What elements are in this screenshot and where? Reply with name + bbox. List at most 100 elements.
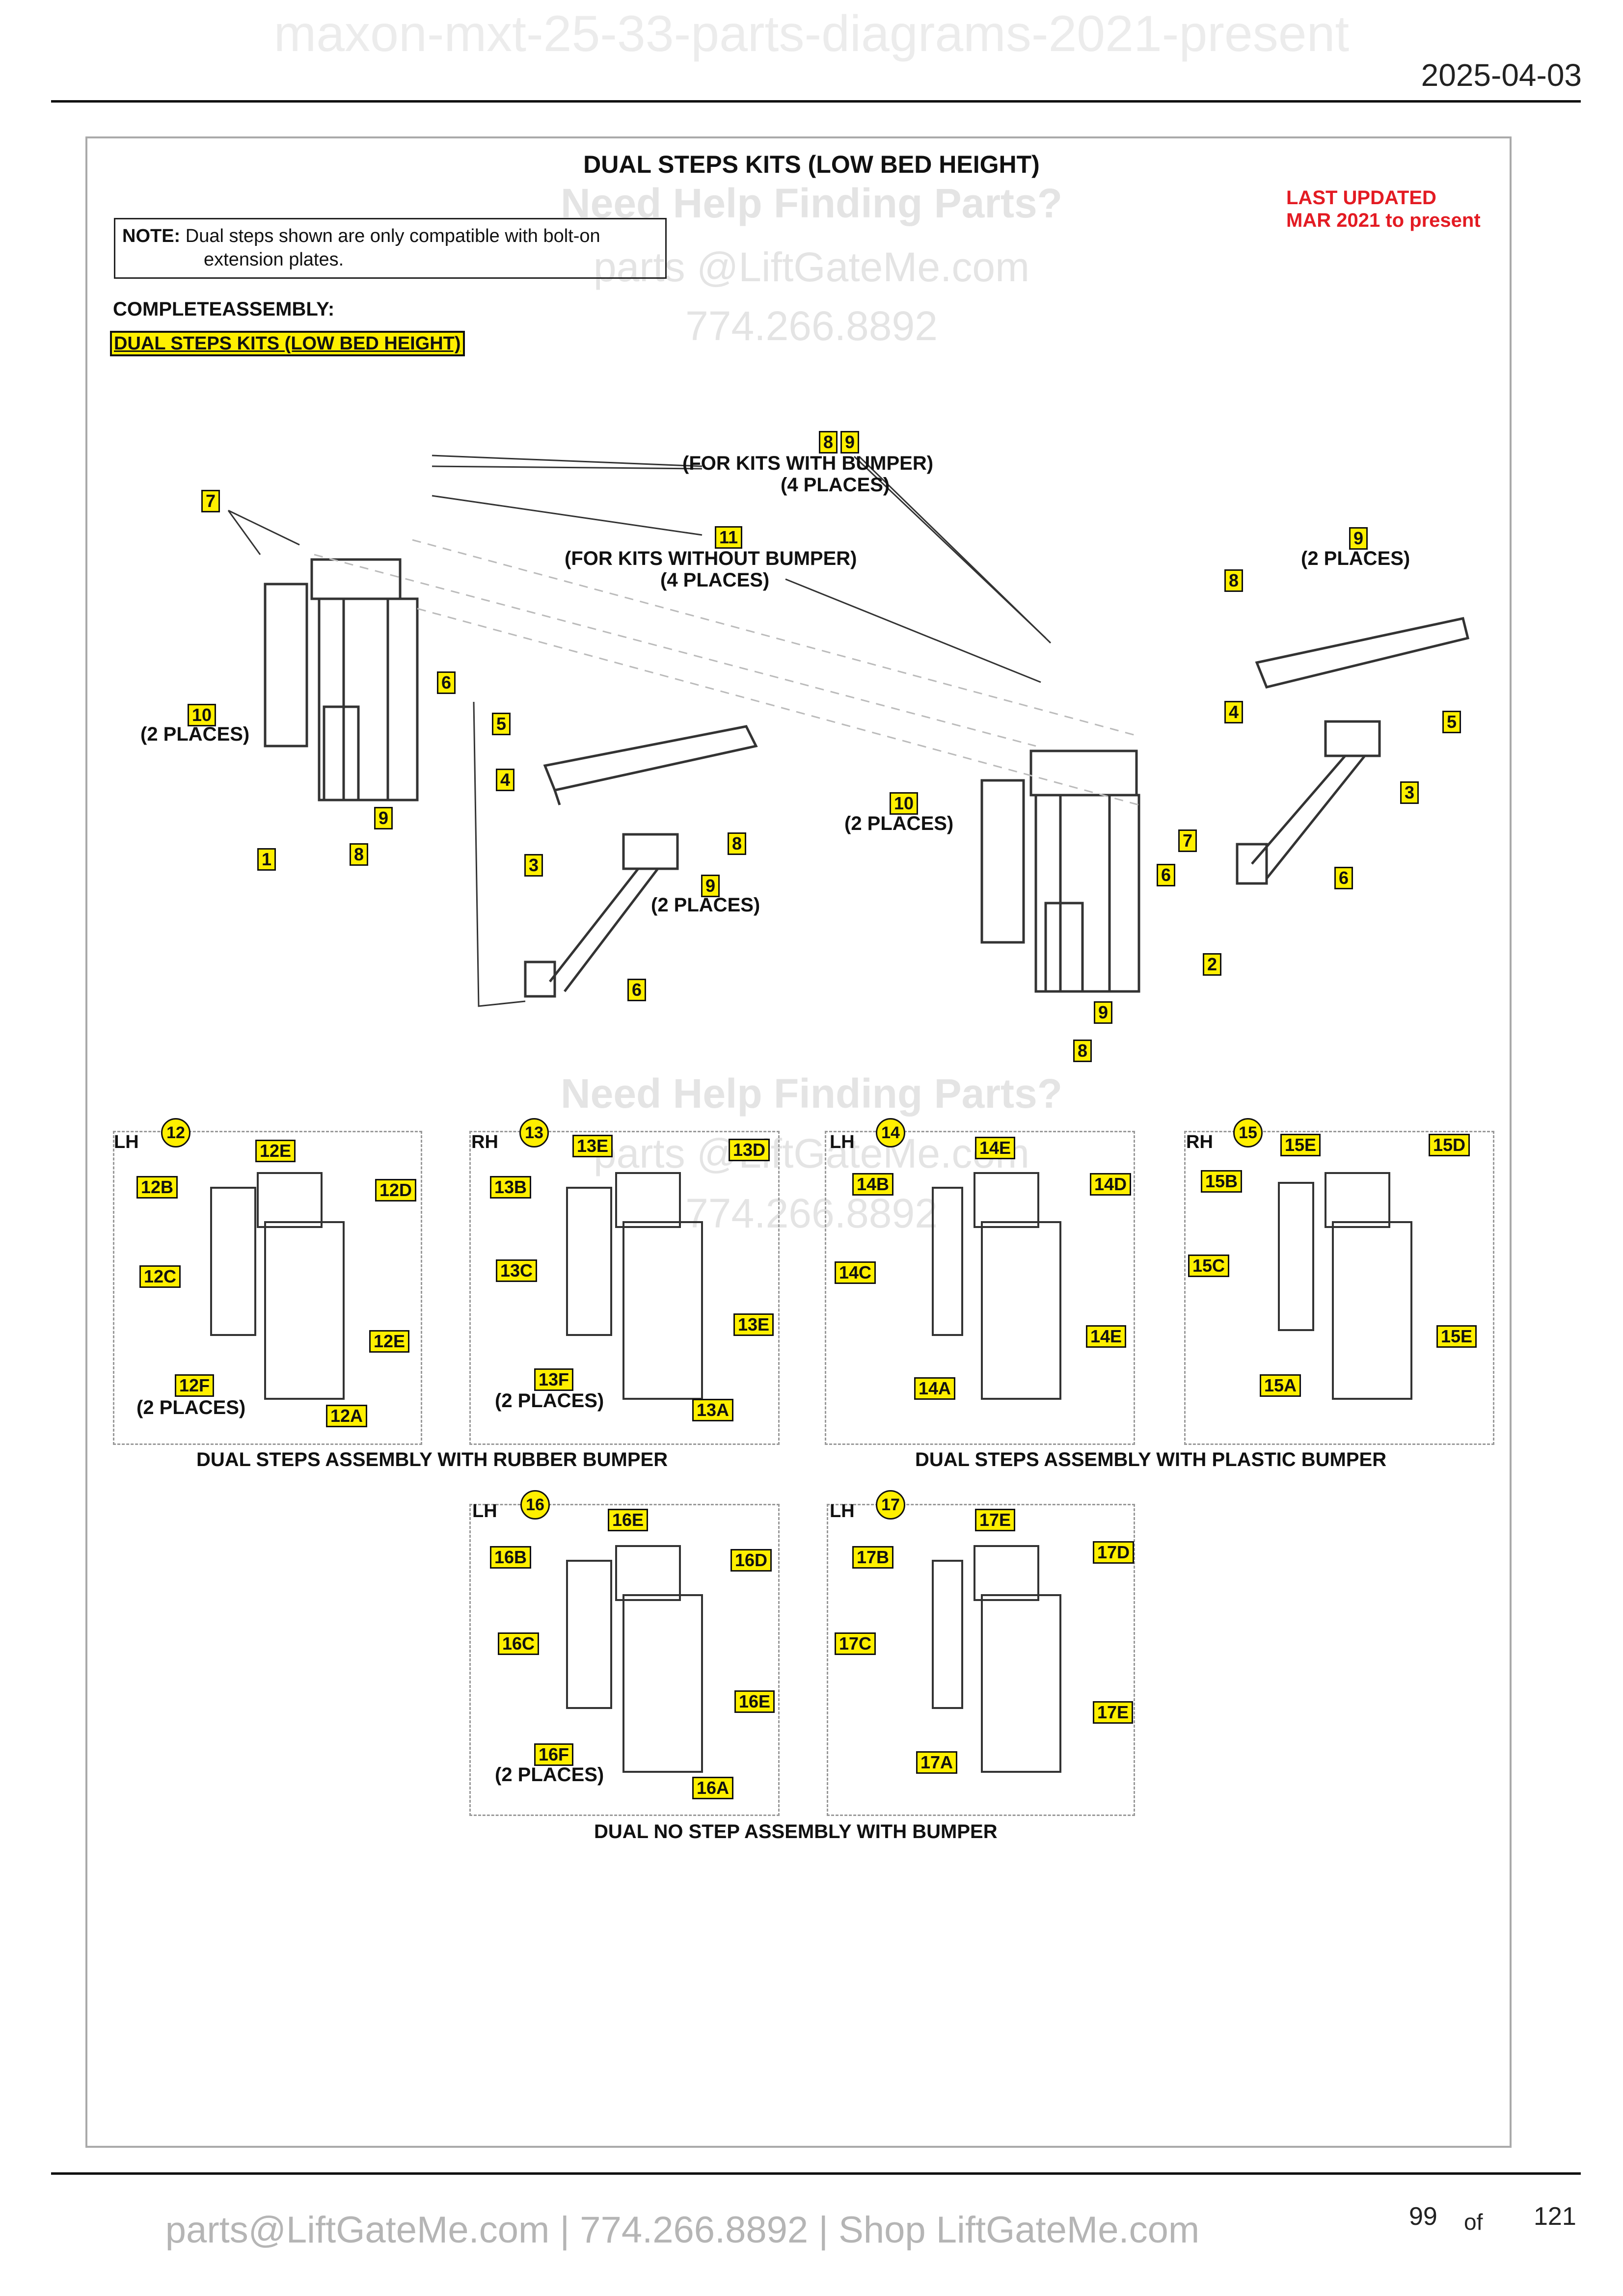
subassembly-14-side: LH — [830, 1132, 855, 1152]
watermark-phone: 774.266.8892 — [685, 303, 938, 349]
kit-link[interactable]: DUAL STEPS KITS (LOW BED HEIGHT) — [110, 331, 465, 356]
callout-1: 1 — [257, 848, 276, 871]
label-16D: 16D — [730, 1549, 772, 1572]
callout-8-left: 8 — [350, 843, 369, 866]
two-places-9-left: (2 PLACES) — [651, 894, 760, 916]
label-15A: 15A — [1260, 1374, 1301, 1397]
callout-10-right: 10 — [890, 792, 919, 815]
subassembly-17-number: 17 — [876, 1490, 905, 1520]
label-16B: 16B — [490, 1546, 532, 1569]
label-17E: 17E — [1093, 1701, 1134, 1724]
label-17A: 17A — [916, 1751, 958, 1774]
label-13B: 13B — [490, 1176, 532, 1199]
callout-9-mid: 9 — [701, 875, 720, 897]
note-text-2: extension plates. — [204, 249, 344, 270]
callout-9-right: 9 — [1349, 527, 1368, 550]
label-13E-top: 13E — [572, 1135, 613, 1157]
watermark-email-2: parts @LiftGateMe.com — [593, 1130, 1030, 1176]
callout-6-bottom: 6 — [627, 979, 647, 1001]
label-14C: 14C — [835, 1261, 876, 1284]
label-12E-top: 12E — [255, 1140, 296, 1162]
callout-9-bottom: 9 — [1094, 1001, 1113, 1024]
subassembly-16-two-places: (2 PLACES) — [495, 1764, 604, 1786]
callout-7-right: 7 — [1178, 829, 1197, 852]
label-16E-top: 16E — [608, 1509, 649, 1531]
callout-8-right: 8 — [1224, 569, 1244, 592]
callout-4-left: 4 — [496, 769, 515, 791]
label-13C: 13C — [496, 1259, 538, 1282]
subassembly-13-number: 13 — [519, 1118, 549, 1148]
note-box: NOTE: Dual steps shown are only compatib… — [114, 218, 667, 279]
note-label: NOTE: — [122, 226, 181, 246]
two-places-10-left: (2 PLACES) — [140, 723, 250, 745]
callout-3-right: 3 — [1400, 781, 1419, 804]
watermark-phone-2: 774.266.8892 — [685, 1190, 938, 1236]
caption-rubber-bumper: DUAL STEPS ASSEMBLY WITH RUBBER BUMPER — [196, 1449, 668, 1470]
subassembly-13-frame — [469, 1131, 780, 1445]
label-17E-top: 17E — [975, 1509, 1016, 1531]
drawing-frame — [85, 136, 1512, 2148]
callout-4-right: 4 — [1224, 701, 1244, 723]
label-17C: 17C — [835, 1632, 876, 1655]
label-12E: 12E — [369, 1330, 410, 1353]
page-title: DUAL STEPS KITS (LOW BED HEIGHT) — [583, 151, 1040, 178]
last-updated-line1: LAST UPDATED — [1286, 187, 1436, 209]
callout-9-top: 9 — [840, 431, 860, 454]
callout-8-bottom: 8 — [1073, 1040, 1092, 1062]
subassembly-15-frame — [1184, 1131, 1494, 1445]
complete-assembly-label: COMPLETEASSEMBLY: — [113, 298, 335, 320]
subassembly-16-frame — [469, 1504, 780, 1816]
subassembly-14-number: 14 — [876, 1118, 905, 1148]
label-12D: 12D — [375, 1179, 417, 1201]
subassembly-15-number: 15 — [1233, 1118, 1263, 1148]
label-14B: 14B — [852, 1173, 894, 1196]
label-16C: 16C — [498, 1632, 540, 1655]
callout-10-left: 10 — [188, 704, 216, 726]
callout-8-mid: 8 — [728, 832, 747, 855]
label-12F: 12F — [175, 1374, 215, 1397]
callout-5-left: 5 — [492, 713, 511, 735]
date: 2025-04-03 — [1421, 57, 1582, 93]
label-14E-top: 14E — [975, 1137, 1016, 1159]
subassembly-12-two-places: (2 PLACES) — [136, 1397, 246, 1418]
callout-8-top: 8 — [819, 431, 838, 454]
note-text-1: Dual steps shown are only compatible wit… — [185, 226, 600, 246]
watermark-doc-title: maxon-mxt-25-33-parts-diagrams-2021-pres… — [273, 5, 1350, 62]
subassembly-12-frame — [113, 1131, 422, 1445]
callout-9-left: 9 — [374, 807, 393, 829]
label-17B: 17B — [852, 1546, 894, 1569]
subassembly-16-number: 16 — [520, 1490, 550, 1520]
label-14E: 14E — [1086, 1325, 1127, 1348]
footer-rule — [51, 2172, 1581, 2175]
label-13F: 13F — [534, 1368, 574, 1391]
subassembly-13-two-places: (2 PLACES) — [495, 1390, 604, 1412]
subassembly-17-side: LH — [830, 1501, 855, 1522]
label-13E: 13E — [733, 1313, 774, 1336]
label-15E: 15E — [1436, 1325, 1477, 1348]
label-14D: 14D — [1090, 1173, 1132, 1196]
subassembly-16-side: LH — [472, 1501, 497, 1522]
for-kits-without-bumper-2: (4 PLACES) — [660, 569, 770, 591]
label-13A: 13A — [692, 1399, 734, 1421]
label-16E: 16E — [734, 1690, 775, 1713]
for-kits-without-bumper-1: (FOR KITS WITHOUT BUMPER) — [565, 548, 857, 569]
callout-5-right: 5 — [1442, 711, 1461, 733]
last-updated-line2: MAR 2021 to present — [1286, 210, 1481, 231]
label-12B: 12B — [136, 1176, 178, 1199]
label-15E-top: 15E — [1280, 1134, 1321, 1156]
subassembly-13-side: RH — [471, 1132, 498, 1152]
callout-6-left: 6 — [437, 671, 456, 694]
label-15B: 15B — [1201, 1170, 1243, 1193]
label-14A: 14A — [914, 1377, 956, 1400]
page-total: 121 — [1534, 2202, 1576, 2231]
label-13D: 13D — [729, 1139, 770, 1161]
footer-contact[interactable]: parts@LiftGateMe.com | 774.266.8892 | Sh… — [165, 2209, 1200, 2251]
label-15D: 15D — [1429, 1134, 1470, 1156]
label-16A: 16A — [692, 1777, 734, 1799]
subassembly-12-number: 12 — [161, 1118, 190, 1148]
for-kits-with-bumper-1: (FOR KITS WITH BUMPER) — [682, 453, 934, 474]
two-places-9: (2 PLACES) — [1301, 548, 1410, 569]
page-number: 99 — [1409, 2202, 1437, 2231]
left-bumper — [264, 583, 308, 748]
label-12A: 12A — [326, 1405, 368, 1427]
